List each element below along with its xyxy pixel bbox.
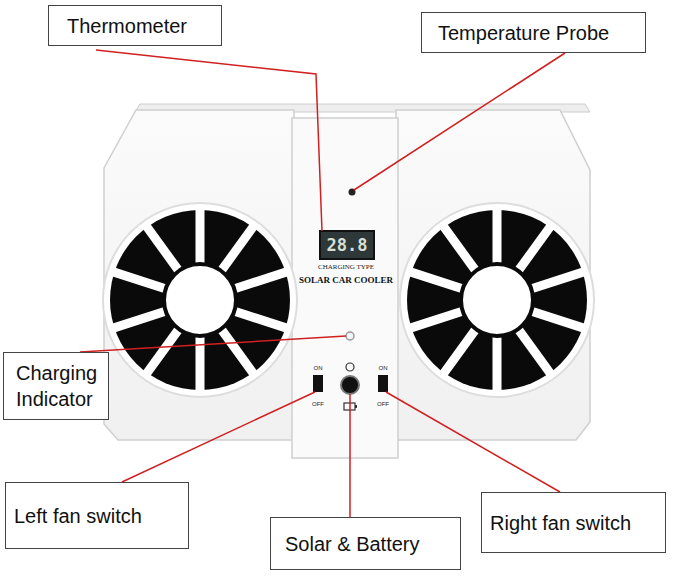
- product-subtitle: CHARGING TYPE: [318, 263, 374, 271]
- callout-box: Temperature Probe: [421, 12, 646, 53]
- switch-left: [313, 375, 323, 392]
- right-housing: [396, 110, 590, 440]
- callout-label: Temperature Probe: [438, 20, 609, 46]
- leader-lines: [80, 50, 565, 517]
- callout-label: Right fan switch: [490, 510, 631, 536]
- battery-tip: [355, 405, 357, 408]
- lcd-reading: 28.8: [327, 235, 368, 255]
- fan-ring: [400, 203, 594, 397]
- fan-hub: [164, 264, 236, 336]
- switch-marking: OFF: [312, 401, 324, 407]
- fan-ring: [103, 203, 297, 397]
- leader-line: [96, 50, 322, 231]
- callout-label: Charging Indicator: [16, 360, 102, 412]
- left-housing: [104, 110, 294, 440]
- mode-button: [341, 376, 359, 394]
- right-fan: [400, 203, 594, 397]
- leader-line: [354, 53, 565, 190]
- leader-line: [122, 392, 315, 482]
- leader-line: [386, 392, 560, 492]
- fan-spokes: [410, 208, 585, 392]
- callout-box: Thermometer: [48, 5, 222, 46]
- product-name: SOLAR CAR COOLER: [299, 275, 393, 285]
- callout-box: Right fan switch: [481, 492, 666, 553]
- charging-led: [346, 332, 354, 340]
- callout-box: Left fan switch: [5, 482, 189, 549]
- fan-spokes: [113, 208, 288, 392]
- callout-label: Thermometer: [67, 13, 187, 39]
- leader-line: [349, 394, 351, 517]
- switch-marking: ON: [314, 365, 323, 371]
- switch-right: [378, 375, 388, 392]
- solar-symbol: [346, 363, 354, 371]
- switch-marking: OFF: [377, 401, 389, 407]
- callout-label: Solar & Battery: [285, 531, 420, 557]
- callout-box: Solar & Battery: [270, 517, 461, 570]
- fan-hub: [461, 264, 533, 336]
- left-fan: [103, 203, 297, 397]
- leader-line: [80, 336, 346, 352]
- lcd-screen: [320, 231, 374, 259]
- center-panel: [292, 118, 398, 458]
- switch-marking: ON: [379, 365, 388, 371]
- callout-label: Left fan switch: [14, 503, 142, 529]
- callout-box: Charging Indicator: [3, 352, 109, 420]
